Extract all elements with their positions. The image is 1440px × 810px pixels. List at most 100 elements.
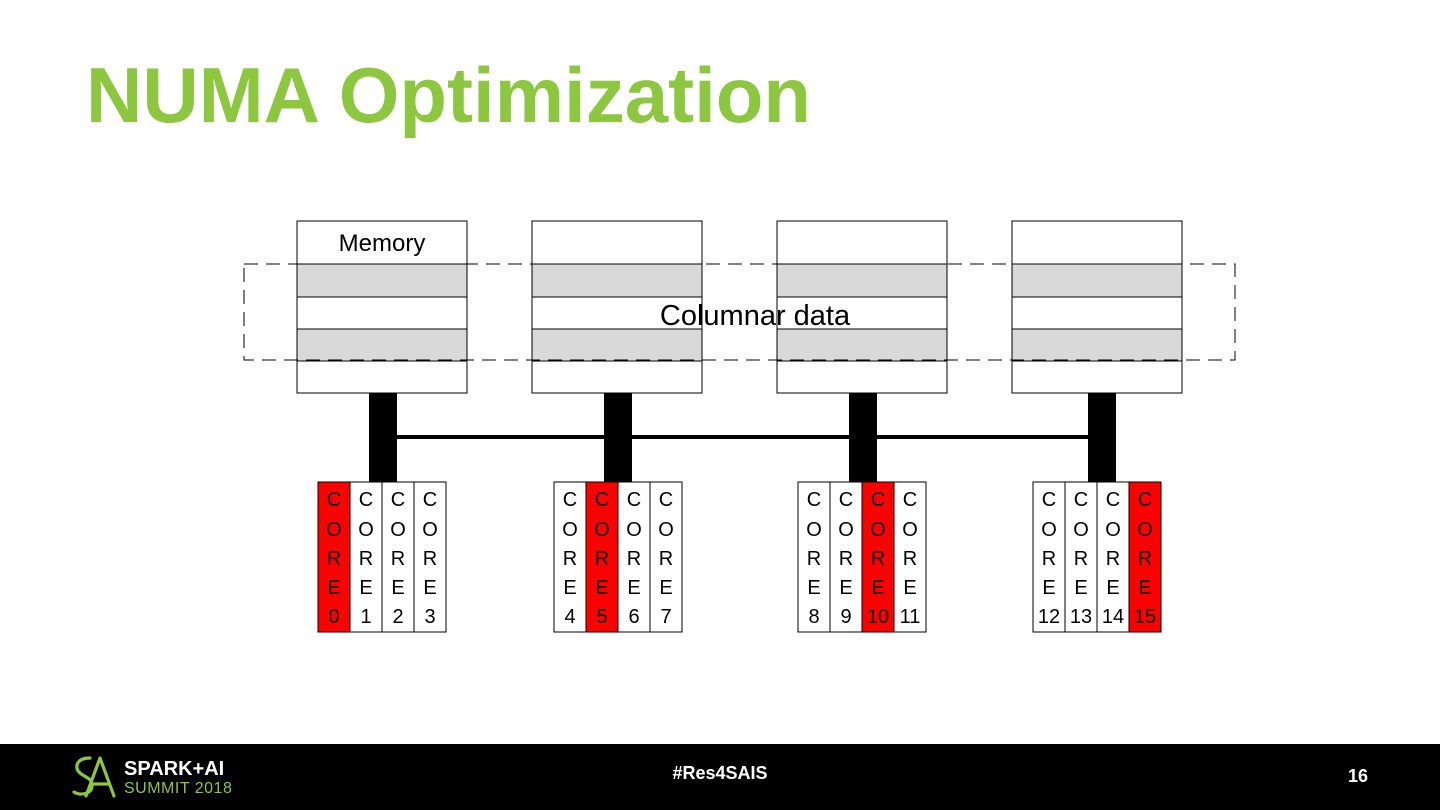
core-9-letter-3: E bbox=[839, 577, 852, 599]
numa-connector-1 bbox=[604, 393, 632, 482]
core-8-number: 8 bbox=[808, 606, 819, 628]
columnar-data-label: Columnar data bbox=[660, 300, 851, 332]
logo-text-spark-ai: SPARK+AI bbox=[124, 758, 225, 780]
core-8-letter-3: E bbox=[807, 577, 820, 599]
core-6-letter-1: O bbox=[626, 519, 642, 541]
core-5-number: 5 bbox=[596, 606, 607, 628]
core-13-number: 13 bbox=[1070, 606, 1092, 628]
core-7 bbox=[649, 481, 683, 633]
memory-bank-3-row-0 bbox=[1011, 220, 1183, 265]
core-7-letter-2: R bbox=[659, 548, 673, 570]
core-11-letter-1: O bbox=[902, 519, 918, 541]
core-0 bbox=[317, 481, 351, 633]
memory-bank-1-row-0 bbox=[531, 220, 703, 265]
memory-bank-1-row-2 bbox=[531, 296, 703, 330]
core-14 bbox=[1096, 481, 1130, 633]
core-9 bbox=[829, 481, 863, 633]
core-8-letter-2: R bbox=[807, 548, 821, 570]
slide-title: NUMA Optimization bbox=[86, 51, 812, 139]
core-12-letter-3: E bbox=[1042, 577, 1055, 599]
core-14-letter-0: C bbox=[1106, 489, 1120, 511]
numa-connector-0 bbox=[369, 393, 397, 482]
hashtag: #Res4SAIS bbox=[672, 763, 768, 783]
core-0-letter-2: R bbox=[327, 548, 341, 570]
core-4-letter-2: R bbox=[563, 548, 577, 570]
core-7-letter-0: C bbox=[659, 489, 673, 511]
core-1-letter-2: R bbox=[359, 548, 373, 570]
memory-label: Memory bbox=[339, 230, 426, 257]
core-14-letter-1: O bbox=[1105, 519, 1121, 541]
core-12-letter-2: R bbox=[1042, 548, 1056, 570]
core-7-letter-3: E bbox=[659, 577, 672, 599]
core-14-letter-3: E bbox=[1106, 577, 1119, 599]
memory-bank-2-row-4 bbox=[776, 360, 948, 394]
core-6-letter-2: R bbox=[627, 548, 641, 570]
core-2-number: 2 bbox=[392, 606, 403, 628]
core-15-letter-3: E bbox=[1138, 577, 1151, 599]
core-2-letter-0: C bbox=[391, 489, 405, 511]
spark-ai-summit-logo: SPARK+AI SUMMIT 2018 bbox=[70, 754, 232, 800]
core-12-letter-1: O bbox=[1041, 519, 1057, 541]
memory-bank-2-row-0 bbox=[776, 220, 948, 265]
core-1-letter-0: C bbox=[359, 489, 373, 511]
core-6-number: 6 bbox=[628, 606, 639, 628]
core-10-letter-2: R bbox=[871, 548, 885, 570]
logo-text-summit: SUMMIT 2018 bbox=[124, 780, 233, 797]
core-13-letter-2: R bbox=[1074, 548, 1088, 570]
memory-bank-1-row-3 bbox=[531, 328, 703, 362]
memory-bank-3-row-3 bbox=[1011, 328, 1183, 362]
core-8-letter-0: C bbox=[807, 489, 821, 511]
memory-bank-1-row-1 bbox=[531, 263, 703, 298]
core-9-letter-0: C bbox=[839, 489, 853, 511]
core-15-letter-2: R bbox=[1138, 548, 1152, 570]
core-11-letter-3: E bbox=[903, 577, 916, 599]
core-1-number: 1 bbox=[360, 606, 371, 628]
core-0-letter-1: O bbox=[326, 519, 342, 541]
core-3-letter-1: O bbox=[422, 519, 438, 541]
core-2-letter-1: O bbox=[390, 519, 406, 541]
core-10 bbox=[861, 481, 895, 633]
core-10-letter-1: O bbox=[870, 519, 886, 541]
memory-bank-3-row-4 bbox=[1011, 360, 1183, 394]
core-6-letter-0: C bbox=[627, 489, 641, 511]
memory-bank-1-row-4 bbox=[531, 360, 703, 394]
core-13-letter-0: C bbox=[1074, 489, 1088, 511]
core-11-letter-0: C bbox=[903, 489, 917, 511]
core-15-letter-0: C bbox=[1138, 489, 1152, 511]
spark-ai-logo-icon bbox=[72, 756, 116, 798]
core-11 bbox=[893, 481, 927, 633]
core-1-letter-1: O bbox=[358, 519, 374, 541]
memory-bank-2-row-1 bbox=[776, 263, 948, 298]
memory-bank-2-row-3 bbox=[776, 328, 948, 362]
core-1 bbox=[349, 481, 383, 633]
core-5-letter-0: C bbox=[595, 489, 609, 511]
core-3-number: 3 bbox=[424, 606, 435, 628]
memory-bank-0-row-2 bbox=[296, 296, 468, 330]
core-10-number: 10 bbox=[867, 606, 889, 628]
core-5-letter-3: E bbox=[595, 577, 608, 599]
core-8 bbox=[797, 481, 831, 633]
core-11-number: 11 bbox=[900, 606, 921, 628]
core-12-letter-0: C bbox=[1042, 489, 1056, 511]
core-3-letter-3: E bbox=[423, 577, 436, 599]
core-9-letter-1: O bbox=[838, 519, 854, 541]
memory-bank-3-row-2 bbox=[1011, 296, 1183, 330]
memory-bank-2-row-2 bbox=[776, 296, 948, 330]
core-5-letter-2: R bbox=[595, 548, 609, 570]
columnar-data-region bbox=[243, 263, 1236, 361]
core-15 bbox=[1128, 481, 1162, 633]
core-4-number: 4 bbox=[564, 606, 575, 628]
core-5-letter-1: O bbox=[594, 519, 610, 541]
core-8-letter-1: O bbox=[806, 519, 822, 541]
core-0-number: 0 bbox=[328, 606, 339, 628]
core-6 bbox=[617, 481, 651, 633]
core-2-letter-2: R bbox=[391, 548, 405, 570]
core-3 bbox=[413, 481, 447, 633]
core-2-letter-3: E bbox=[391, 577, 404, 599]
core-6-letter-3: E bbox=[627, 577, 640, 599]
core-14-number: 14 bbox=[1102, 606, 1124, 628]
page-number: 16 bbox=[1347, 766, 1368, 786]
core-0-letter-3: E bbox=[327, 577, 340, 599]
core-5 bbox=[585, 481, 619, 633]
